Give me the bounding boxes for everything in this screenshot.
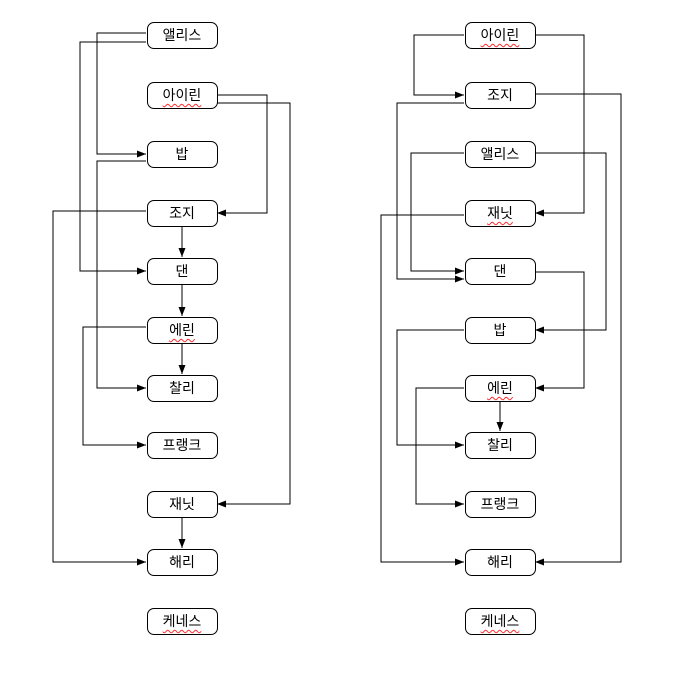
node-right-bob[interactable]: 밥 — [464, 316, 536, 344]
node-label-charlie: 찰리 — [169, 380, 195, 396]
node-right-harry[interactable]: 해리 — [464, 548, 536, 576]
node-left-janet[interactable]: 재닛 — [146, 490, 218, 518]
node-left-frank[interactable]: 프랭크 — [146, 431, 218, 459]
node-label-janet: 재닛 — [487, 205, 513, 221]
node-right-erin[interactable]: 에린 — [464, 374, 536, 402]
edge-left-george-harry[interactable] — [52, 210, 146, 566]
node-left-irene[interactable]: 아이린 — [146, 81, 218, 109]
node-label-dan: 댄 — [175, 263, 189, 279]
edge-left-bob-charlie[interactable] — [96, 160, 146, 392]
node-right-alice[interactable]: 앨리스 — [464, 140, 536, 168]
node-right-irene[interactable]: 아이린 — [464, 21, 536, 49]
node-right-janet[interactable]: 재닛 — [464, 199, 536, 227]
edge-right-dan-erin[interactable] — [535, 271, 585, 392]
edge-right-irene-janet[interactable] — [535, 34, 585, 217]
node-label-erin: 에린 — [487, 380, 513, 396]
node-label-bob: 밥 — [175, 146, 189, 162]
node-label-kenneth: 케네스 — [480, 613, 520, 629]
edge-right-irene-george[interactable] — [413, 34, 464, 99]
node-label-harry: 해리 — [487, 554, 513, 570]
node-label-kenneth: 케네스 — [162, 613, 202, 629]
node-label-alice: 앨리스 — [162, 27, 202, 43]
edge-left-erin-frank[interactable] — [82, 326, 146, 449]
node-label-bob: 밥 — [493, 322, 507, 338]
node-label-frank: 프랭크 — [162, 437, 202, 453]
edge-right-bob-charlie[interactable] — [396, 329, 464, 449]
edge-right-alice-dan[interactable] — [410, 152, 464, 275]
node-left-george[interactable]: 조지 — [146, 199, 218, 227]
node-left-charlie[interactable]: 찰리 — [146, 374, 218, 402]
node-left-kenneth[interactable]: 케네스 — [146, 607, 218, 635]
node-right-dan[interactable]: 댄 — [464, 257, 536, 285]
edge-left-alice-dan[interactable] — [79, 41, 146, 275]
edge-right-janet-harry[interactable] — [380, 214, 464, 566]
node-left-bob[interactable]: 밥 — [146, 140, 218, 168]
node-label-alice: 앨리스 — [480, 146, 520, 162]
edge-left-alice-bob[interactable] — [96, 32, 146, 158]
edge-right-george-dan[interactable] — [396, 102, 464, 283]
edge-right-george-harry[interactable] — [535, 93, 622, 566]
node-right-frank[interactable]: 프랭크 — [464, 490, 536, 518]
node-label-george: 조지 — [487, 87, 513, 103]
node-left-dan[interactable]: 댄 — [146, 257, 218, 285]
node-label-george: 조지 — [169, 205, 195, 221]
edge-right-alice-bob[interactable] — [535, 152, 607, 334]
node-left-erin[interactable]: 에린 — [146, 316, 218, 344]
node-label-charlie: 찰리 — [487, 437, 513, 453]
node-left-alice[interactable]: 앨리스 — [146, 21, 218, 49]
edges-group — [52, 32, 622, 566]
edge-left-irene-george[interactable] — [217, 94, 268, 217]
node-right-george[interactable]: 조지 — [464, 81, 536, 109]
node-label-erin: 에린 — [169, 322, 195, 338]
node-label-irene: 아이린 — [480, 27, 520, 43]
node-label-dan: 댄 — [493, 263, 507, 279]
edge-left-irene-janet[interactable] — [217, 102, 291, 508]
node-right-charlie[interactable]: 찰리 — [464, 431, 536, 459]
node-right-kenneth[interactable]: 케네스 — [464, 607, 536, 635]
node-left-harry[interactable]: 해리 — [146, 548, 218, 576]
node-label-irene: 아이린 — [162, 87, 202, 103]
node-label-janet: 재닛 — [169, 496, 195, 512]
node-label-frank: 프랭크 — [480, 496, 520, 512]
node-label-harry: 해리 — [169, 554, 195, 570]
edge-right-erin-frank[interactable] — [415, 387, 464, 508]
